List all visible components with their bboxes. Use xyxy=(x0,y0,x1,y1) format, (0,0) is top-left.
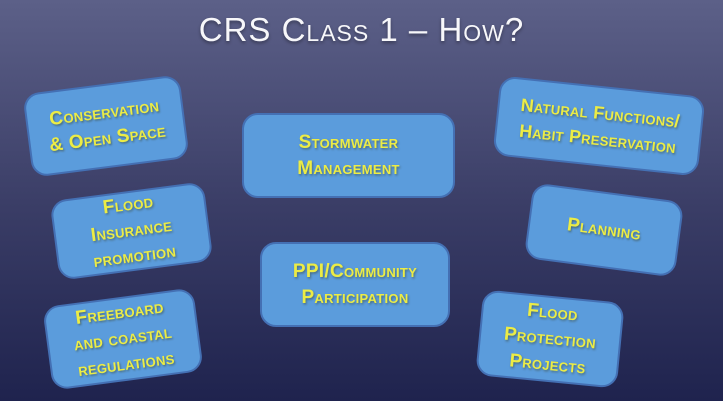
shape-text-line: Stormwater xyxy=(298,131,399,153)
shape-natural-functions-habit-preservation: Natural Functions/ Habit Preservation xyxy=(492,75,706,177)
shape-text-line: Planning xyxy=(565,214,643,245)
shape-text-line: Participation xyxy=(301,286,409,308)
shape-text-line: PPI/Community xyxy=(292,260,418,282)
shape-conservation-open-space: Conservation & Open Space xyxy=(22,74,190,178)
shape-freeboard-coastal-regulations: Freeboard and coastal regulations xyxy=(42,287,204,391)
shape-text-line: Management xyxy=(297,157,400,179)
shape-planning: Planning xyxy=(523,182,685,278)
shape-flood-protection-projects: Flood Protection Projects xyxy=(475,289,625,389)
shape-stormwater-management: Stormwater Management xyxy=(242,113,455,198)
shape-flood-insurance-promotion: Flood Insurance promotion xyxy=(49,181,214,281)
shape-ppi-community-participation: PPI/Community Participation xyxy=(260,242,450,327)
slide-title: CRS Class 1 – How? xyxy=(198,11,525,48)
